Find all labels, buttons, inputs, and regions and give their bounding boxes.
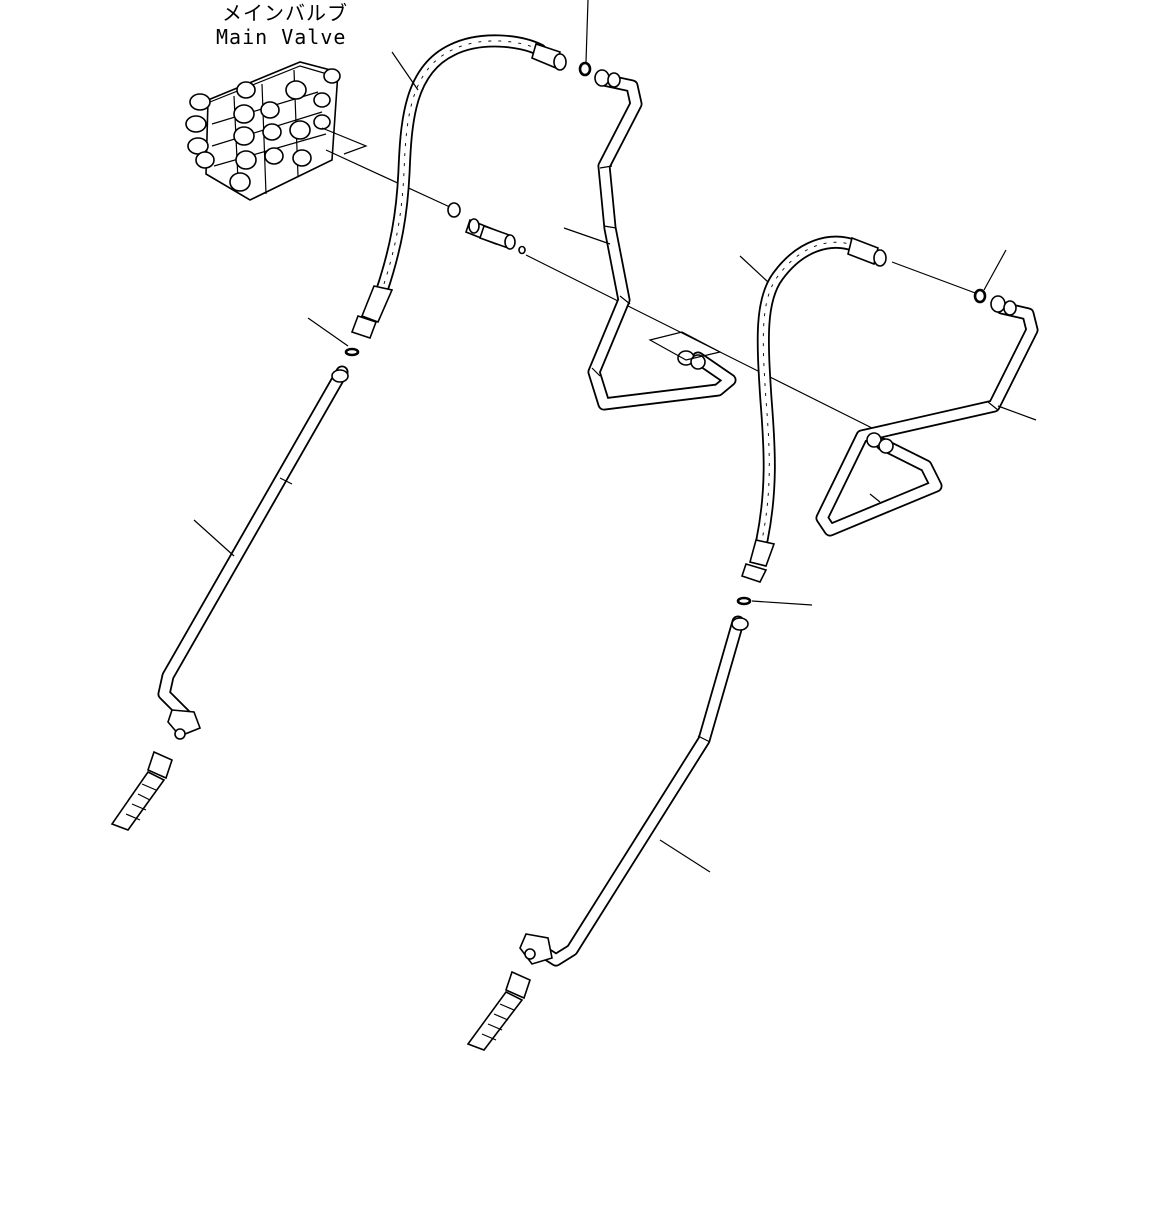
o-ring-left (344, 347, 360, 357)
valve-leader-line (321, 127, 368, 155)
tube-left-lower-nut (331, 369, 349, 383)
tube-left-lower-leader (193, 519, 235, 557)
hose-right-leader (739, 255, 769, 283)
o-ring-right-top (973, 288, 987, 304)
steel-tube-right (815, 301, 1039, 537)
tube-right-end-nut (990, 295, 1017, 316)
o-ring-top-leader (585, 0, 589, 63)
o-ring-left-leader (307, 317, 349, 347)
tube-center-fitting (648, 331, 722, 370)
main-valve-label-en: Main Valve (216, 25, 347, 49)
adapter-fitting-center (465, 218, 516, 250)
tube-center-leader (563, 227, 611, 245)
hose-right-bottom-fitting (740, 539, 776, 583)
o-ring-right-top-leader (983, 249, 1007, 291)
center-line-upper (325, 149, 453, 209)
hydraulic-hose-right (755, 235, 863, 547)
tube-center-end-nut (594, 69, 621, 88)
tube-right-lower-elbow (519, 933, 553, 965)
o-ring-center-large (447, 202, 461, 218)
hose-left-leader (391, 51, 419, 91)
tube-right-fitting (866, 432, 894, 454)
o-ring-right-lower (736, 596, 752, 606)
adapter-plug-left (110, 750, 173, 831)
o-ring-right-lower-leader (751, 600, 813, 606)
hose-left-top-fitting (531, 42, 567, 71)
steel-tube-left-lower (157, 365, 349, 723)
tube-right-leader (997, 405, 1037, 421)
o-ring-top (578, 61, 592, 77)
main-valve-block (185, 61, 341, 201)
steel-tube-right-lower (527, 615, 745, 967)
o-ring-center-small (518, 245, 526, 255)
center-line-right (891, 261, 979, 295)
adapter-plug-right (466, 970, 531, 1051)
tube-left-lower-elbow (167, 709, 202, 740)
hose-right-top-fitting (847, 236, 887, 267)
tube-right-lower-nut (731, 617, 749, 631)
steel-tube-center (587, 73, 737, 411)
main-valve-label-jp: メインバルブ (222, 1, 348, 25)
tube-right-lower-leader (659, 839, 711, 873)
hydraulic-hose-left (375, 34, 547, 297)
hose-left-bottom-fitting (350, 285, 394, 340)
